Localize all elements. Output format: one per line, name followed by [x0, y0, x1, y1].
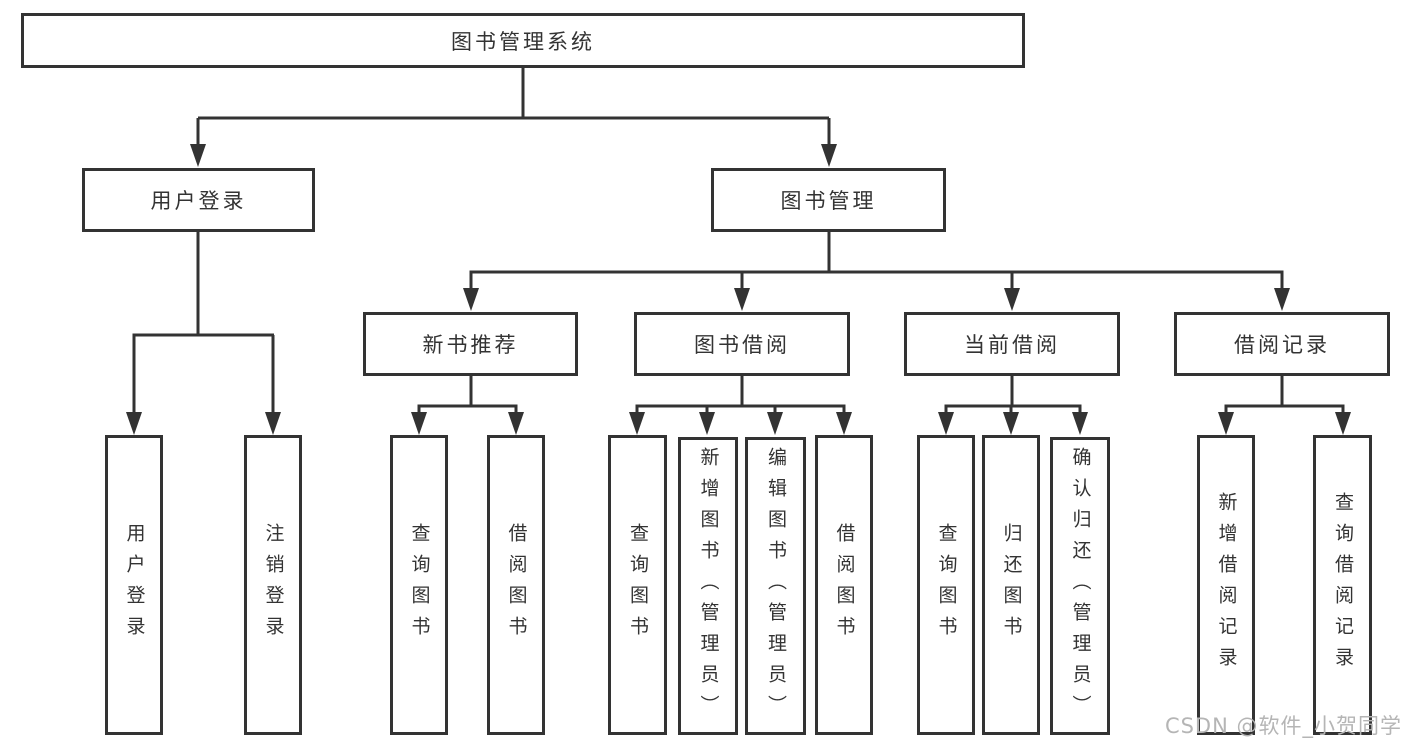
leaf-logout: 注销登录 — [244, 435, 302, 735]
leaf-borrow-books-1-label: 借阅图书 — [505, 523, 528, 647]
leaf-query-books-1-label: 查询图书 — [408, 523, 431, 647]
leaf-return-book-label: 归还图书 — [1000, 523, 1023, 647]
node-new-book-recommend-label: 新书推荐 — [422, 333, 519, 357]
leaf-add-borrow-record: 新增借阅记录 — [1197, 435, 1255, 735]
leaf-return-book: 归还图书 — [982, 435, 1040, 735]
leaf-user-login: 用户登录 — [105, 435, 163, 735]
leaf-borrow-books-2: 借阅图书 — [815, 435, 873, 735]
leaf-query-books-2-label: 查询图书 — [627, 523, 649, 647]
leaf-borrow-books-1: 借阅图书 — [487, 435, 545, 735]
leaf-query-borrow-record-label: 查询借阅记录 — [1332, 492, 1354, 678]
leaf-edit-book-admin-label: 编辑图书（管理员） — [765, 446, 787, 726]
leaf-logout-label: 注销登录 — [262, 523, 285, 647]
node-book-management: 图书管理 — [711, 168, 946, 232]
node-book-management-label: 图书管理 — [780, 189, 877, 213]
leaf-query-books-3: 查询图书 — [917, 435, 975, 735]
leaf-edit-book-admin: 编辑图书（管理员） — [745, 437, 806, 735]
leaf-add-borrow-record-label: 新增借阅记录 — [1215, 492, 1238, 678]
node-current-borrow: 当前借阅 — [904, 312, 1120, 376]
watermark-text: CSDN @软件_小贺同学 — [1164, 714, 1402, 738]
leaf-user-login-label: 用户登录 — [123, 523, 146, 647]
node-book-borrow-label: 图书借阅 — [694, 333, 790, 357]
leaf-confirm-return-admin-label: 确认归还（管理员） — [1069, 446, 1092, 726]
node-borrow-records-label: 借阅记录 — [1234, 333, 1330, 357]
node-current-borrow-label: 当前借阅 — [964, 333, 1060, 357]
leaf-borrow-books-2-label: 借阅图书 — [833, 523, 856, 647]
leaf-query-borrow-record: 查询借阅记录 — [1313, 435, 1372, 735]
node-user-login-label: 用户登录 — [150, 189, 247, 213]
leaf-query-books-1: 查询图书 — [390, 435, 448, 735]
leaf-add-book-admin: 新增图书（管理员） — [678, 437, 738, 735]
leaf-query-books-3-label: 查询图书 — [935, 523, 958, 647]
leaf-add-book-admin-label: 新增图书（管理员） — [697, 446, 720, 726]
node-user-login: 用户登录 — [82, 168, 315, 232]
leaf-confirm-return-admin: 确认归还（管理员） — [1050, 437, 1110, 735]
node-book-borrow: 图书借阅 — [634, 312, 850, 376]
leaf-query-books-2: 查询图书 — [608, 435, 667, 735]
node-root: 图书管理系统 — [21, 13, 1025, 68]
node-borrow-records: 借阅记录 — [1174, 312, 1390, 376]
node-new-book-recommend: 新书推荐 — [363, 312, 578, 376]
node-root-label: 图书管理系统 — [451, 29, 595, 54]
